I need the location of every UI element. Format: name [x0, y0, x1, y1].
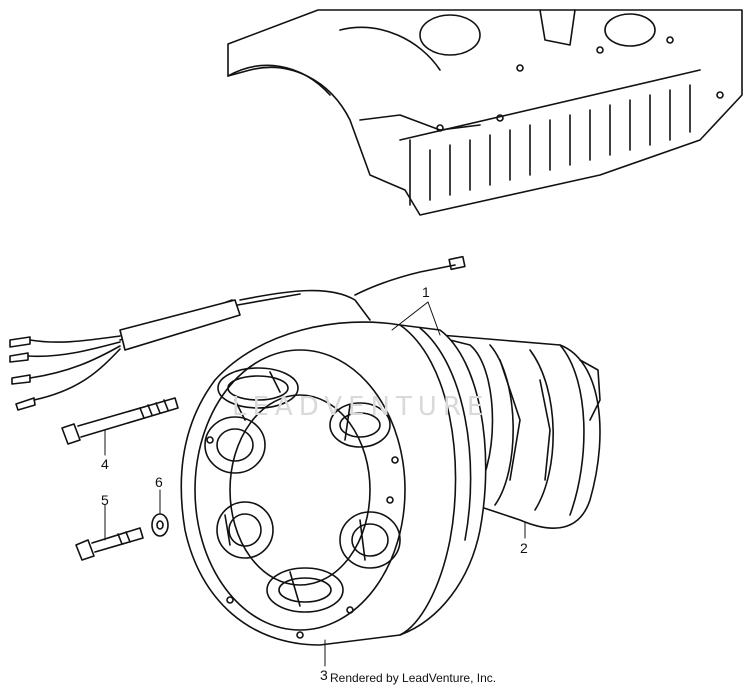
bolt-short: [75, 527, 144, 561]
washer: [151, 513, 169, 537]
callout-6: 6: [155, 474, 163, 490]
callout-1: 1: [422, 284, 430, 300]
stator: [180, 321, 487, 646]
watermark: LEADVENTURE: [232, 392, 490, 422]
callout-5: 5: [101, 492, 109, 508]
bolt-long: [61, 397, 179, 445]
engine-block: [227, 9, 743, 216]
callout-4: 4: [101, 456, 109, 472]
footer-credit: Rendered by LeadVenture, Inc.: [330, 671, 497, 685]
wire-harness: [9, 255, 466, 411]
callout-3: 3: [320, 667, 328, 683]
callout-2: 2: [520, 540, 528, 556]
leader-lines: [104, 301, 526, 667]
